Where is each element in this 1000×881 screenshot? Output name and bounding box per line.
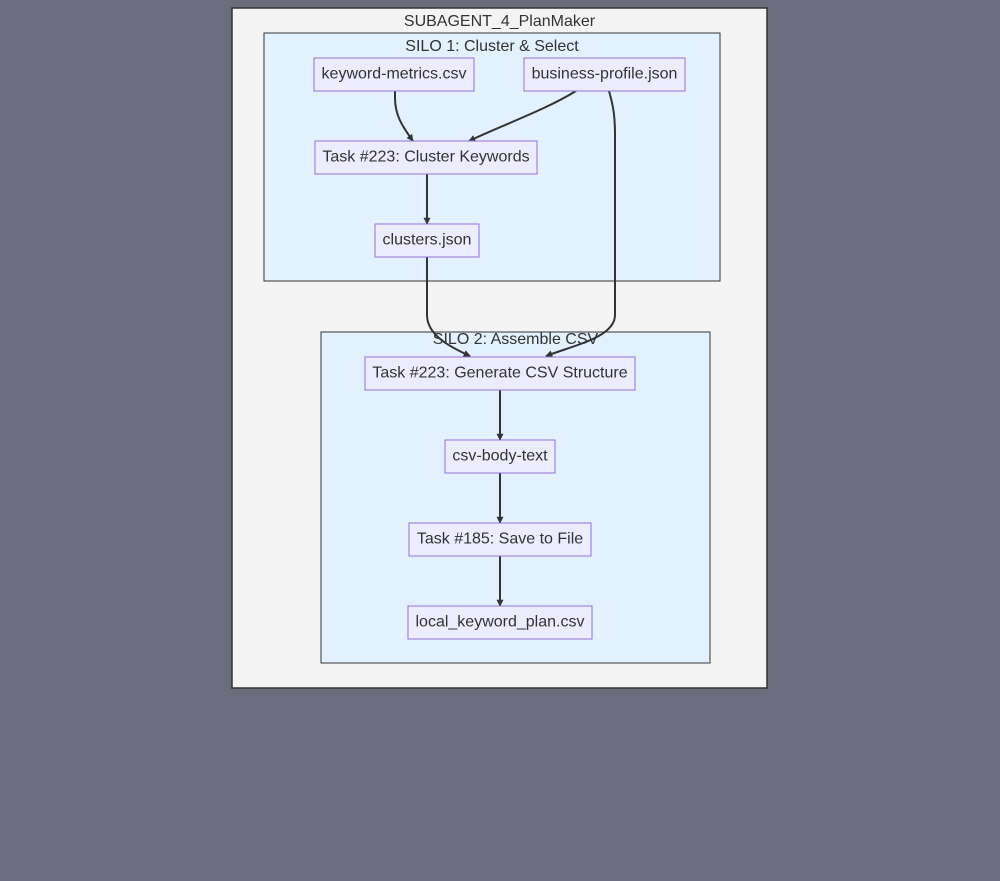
node-keyword-metrics[interactable]: keyword-metrics.csv [313,57,475,92]
edge-profile-to-generate [545,90,616,358]
edge-clusters-json-to-generate [426,257,471,357]
node-clusters-json[interactable]: clusters.json [374,223,480,258]
node-keyword-metrics-box [313,57,475,92]
silo-1-title: SILO 1: Cluster & Select [405,38,579,55]
edge-profile-to-cluster [468,90,577,142]
silo-2-title: SILO 2: Assemble CSV [433,331,599,348]
node-generate-csv[interactable]: Task #223: Generate CSV Structure [364,356,636,391]
node-local-keyword-plan-label: local_keyword_plan.csv [416,614,585,631]
node-business-profile-label: business-profile.json [532,66,678,83]
node-business-profile-box [523,57,686,92]
node-csv-body-text[interactable]: csv-body-text [444,439,556,474]
node-cluster-keywords-label: Task #223: Cluster Keywords [322,149,529,166]
node-save-to-file-label: Task #185: Save to File [417,531,583,548]
node-csv-body-text-box [444,439,556,474]
node-keyword-metrics-label: keyword-metrics.csv [322,66,467,83]
node-local-keyword-plan-box [407,605,593,640]
node-cluster-keywords[interactable]: Task #223: Cluster Keywords [314,140,538,175]
subagent-title: SUBAGENT_4_PlanMaker [404,13,596,30]
node-business-profile[interactable]: business-profile.json [523,57,686,92]
edge-metrics-to-cluster [394,91,414,142]
node-save-to-file-box [408,522,592,557]
node-local-keyword-plan[interactable]: local_keyword_plan.csv [407,605,593,640]
node-clusters-json-box [374,223,480,258]
node-cluster-keywords-box [314,140,538,175]
edges [394,90,616,607]
node-generate-csv-box [364,356,636,391]
node-save-to-file[interactable]: Task #185: Save to File [408,522,592,557]
node-csv-body-text-label: csv-body-text [452,448,548,465]
node-generate-csv-label: Task #223: Generate CSV Structure [372,365,627,382]
node-clusters-json-label: clusters.json [383,232,472,249]
